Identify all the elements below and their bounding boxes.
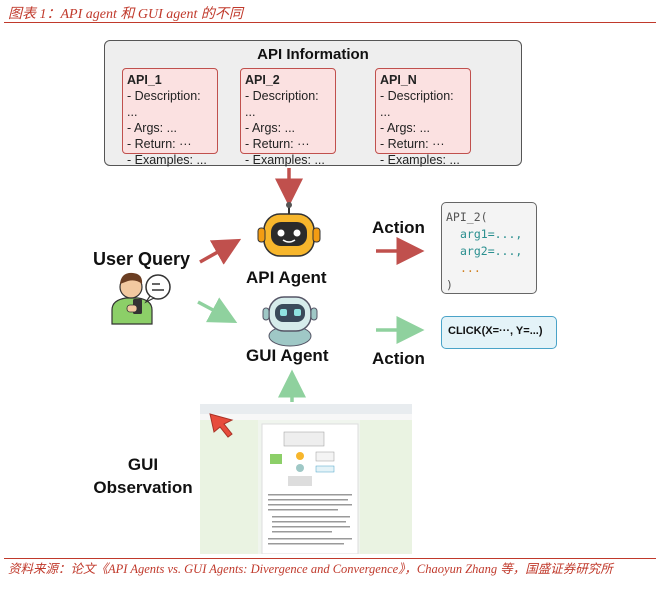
api-card-line: - Examples: ... <box>245 153 325 167</box>
api-card-line: - Description: ... <box>380 89 454 119</box>
gui-agent-label: GUI Agent <box>246 346 329 365</box>
api-card-line: - Args: ... <box>127 121 178 135</box>
api-card-2: API_2 - Description: ... - Args: ... - R… <box>240 68 336 167</box>
robot-icon-api <box>257 202 321 257</box>
gui-screenshot-thumbnail <box>200 404 412 555</box>
title-rule <box>4 22 656 23</box>
user-icon <box>111 272 153 325</box>
action-label-gui: Action <box>372 349 425 368</box>
api-card-line: - Description: ... <box>127 89 201 119</box>
click-call-box: CLICK(X=···, Y=...) <box>441 316 557 349</box>
api-card-line: - Examples: ... <box>127 153 207 167</box>
source-note: 资料来源：论文《API Agents vs. GUI Agents: Diver… <box>8 562 613 576</box>
api-card-1: API_1 - Description: ... - Args: ... - R… <box>122 68 218 167</box>
robot-icon-gui <box>262 296 318 347</box>
api-card-n: API_N - Description: ... - Args: ... - R… <box>375 68 471 167</box>
api-information-panel: API Information API_1 - Description: ...… <box>104 40 522 167</box>
api-call-arg: arg1=..., <box>460 227 523 241</box>
figure-title: 图表 1：API agent 和 GUI agent 的不同 <box>8 7 243 22</box>
api-agent-label: API Agent <box>246 268 327 287</box>
api-card-line: - Args: ... <box>245 121 296 135</box>
api-card-line: - Args: ... <box>380 121 431 135</box>
api-card-line: - Return: ··· <box>127 137 192 151</box>
api-card-name: API_1 <box>127 73 162 87</box>
chat-bubble-icon <box>144 274 171 304</box>
api-card-name: API_2 <box>245 73 280 87</box>
api-call-box: API_2( arg1=..., arg2=...,...) <box>441 202 537 294</box>
api-call-close: ) <box>446 278 453 292</box>
api-call-arg: arg2=..., <box>460 244 523 258</box>
api-card-line: - Examples: ... <box>380 153 460 167</box>
gui-observation-label: GUI Observation <box>88 453 198 499</box>
arrow-user-to-gui-agent <box>197 297 238 323</box>
gui-observation-line: GUI <box>127 455 159 474</box>
api-card-line: - Return: ··· <box>380 137 445 151</box>
api-card-line: - Description: ... <box>245 89 319 119</box>
cursor-arrow-icon <box>209 413 234 438</box>
source-rule <box>4 558 656 559</box>
arrow-user-to-api-agent <box>199 238 242 265</box>
api-card-line: - Return: ··· <box>245 137 310 151</box>
user-query-label: User Query <box>93 249 191 269</box>
gui-observation-line: Observation <box>93 478 193 497</box>
api-information-title: API Information <box>257 46 369 63</box>
action-label-api: Action <box>372 218 425 237</box>
api-call-line: API_2( <box>446 210 488 224</box>
api-call-ellipsis: ... <box>460 261 481 275</box>
api-card-name: API_N <box>380 73 417 87</box>
